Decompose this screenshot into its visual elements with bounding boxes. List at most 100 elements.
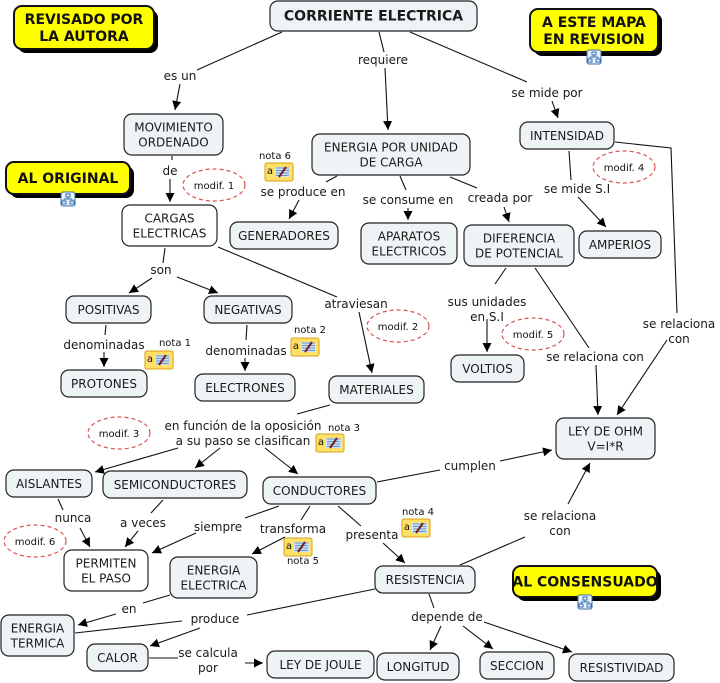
concept-intensidad[interactable]: INTENSIDAD [519,121,615,150]
link-label-esun[interactable]: es un [164,69,197,83]
link-label-requiere[interactable]: requiere [358,53,408,67]
concept-resistencia[interactable]: RESISTENCIA [374,565,476,594]
modif-bubble-3[interactable]: modif. 3 [87,416,151,450]
link-label-en[interactable]: en [122,602,137,616]
link-label-creada[interactable]: creada por [468,191,533,205]
concept-protones[interactable]: PROTONES [60,369,148,398]
link-label-siempre[interactable]: siempre [194,520,242,534]
link-label-seproduce[interactable]: se produce en [260,185,345,199]
concept-semiconductores[interactable]: SEMICONDUCTORES [102,470,248,499]
modif-bubble-6[interactable]: modif. 6 [3,524,67,558]
concept-label: GENERADORES [238,229,330,243]
concept-label: ORDENADO [138,136,208,150]
link-label-denom2[interactable]: denominadas [205,344,286,358]
note-label: nota 3 [328,423,360,434]
link-label-presenta[interactable]: presenta [346,528,399,542]
link-semidesi-amperios [577,196,607,228]
submap-link-icon[interactable] [577,594,593,610]
concept-positivas[interactable]: POSITIVAS [65,295,152,324]
link-label-nunca[interactable]: nunca [55,511,92,525]
link-label-atraviesan[interactable]: atraviesan [324,297,387,311]
note-pad-icon[interactable]: a [401,518,431,538]
link-enfuncion-aislantes [94,447,179,474]
submap-link-icon[interactable] [60,191,76,207]
concept-amperios[interactable]: AMPERIOS [578,230,662,259]
note-5[interactable]: nota 5a [283,537,319,567]
note-label: nota 6 [259,151,291,162]
note-pad-icon[interactable]: a [283,537,313,557]
note-pad-icon[interactable]: a [290,337,320,357]
concept-conductores[interactable]: CONDUCTORES [262,476,377,505]
concept-voltios[interactable]: VOLTIOS [450,354,525,383]
link-label-aveces[interactable]: a veces [120,516,166,530]
link-label-de[interactable]: de [163,164,178,178]
note-1[interactable]: nota 1a [144,338,191,370]
concept-calor[interactable]: CALOR [86,643,149,672]
modif-bubble-5[interactable]: modif. 5 [501,317,565,351]
link-depende-resistividad [483,621,573,654]
link-label-text: sus unidades [448,295,527,309]
concept-electrones[interactable]: ELECTRONES [194,373,296,402]
banner-al-original[interactable]: AL ORIGINAL [5,161,134,207]
modif-bubble-2[interactable]: modif. 2 [366,309,430,343]
note-4[interactable]: nota 4a [401,507,434,538]
link-label-serel1[interactable]: se relaciona con [546,350,644,364]
link-label-seconsume[interactable]: se consume en [363,193,454,207]
note-2[interactable]: nota 2a [290,325,326,357]
concept-generadores[interactable]: GENERADORES [229,221,339,250]
link-label-produce[interactable]: produce [191,612,240,626]
link-label-depende[interactable]: depende de [411,610,482,624]
note-3[interactable]: nota 3a [315,423,360,453]
concept-seccion[interactable]: SECCION [479,651,555,680]
link-label-text: se relaciona [643,317,715,331]
note-6[interactable]: nota 6a [259,151,294,182]
banner-al-consensuado[interactable]: AL CONSENSUADO [512,565,661,610]
note-pad-icon[interactable]: a [264,162,294,182]
modif-bubble-4[interactable]: modif. 4 [592,150,656,184]
link-label-semidesi[interactable]: se mide S.I [544,182,610,196]
note-pad-icon[interactable]: a [144,350,174,370]
concept-negativas[interactable]: NEGATIVAS [203,295,293,324]
link-label-son[interactable]: son [150,263,171,277]
concept-materiales[interactable]: MATERIALES [328,375,425,404]
concept-label: POSITIVAS [78,303,140,317]
concept-longitud[interactable]: LONGITUD [376,652,460,681]
link-label-semidepor[interactable]: se mide por [511,86,582,100]
submap-link-icon[interactable] [586,49,602,65]
link-label-denom1[interactable]: denominadas [63,338,144,352]
note-pad-icon[interactable]: a [315,433,345,453]
link-seproduce-generadores [288,199,300,220]
banner-label: AL CONSENSUADO [512,575,657,591]
modif-label: modif. 2 [378,322,419,333]
concept-label: TERMICA [10,637,66,651]
modif-bubble-1[interactable]: modif. 1 [182,168,246,202]
concept-corriente[interactable]: CORRIENTE ELECTRICA [269,0,478,32]
link-label-cumplen[interactable]: cumplen [444,459,496,473]
link-label-transforma[interactable]: transforma [260,522,326,536]
concept-aislantes[interactable]: AISLANTES [5,469,93,498]
concept-label: APARATOS [378,230,440,244]
concept-resistividad[interactable]: RESISTIVIDAD [568,653,675,682]
link-resistencia-produce [246,588,376,616]
note-label: nota 2 [294,325,326,336]
concept-joule[interactable]: LEY DE JOULE [266,650,375,679]
banner-label: A ESTE MAPA [542,15,646,31]
link-energia-seconsume [399,175,407,191]
